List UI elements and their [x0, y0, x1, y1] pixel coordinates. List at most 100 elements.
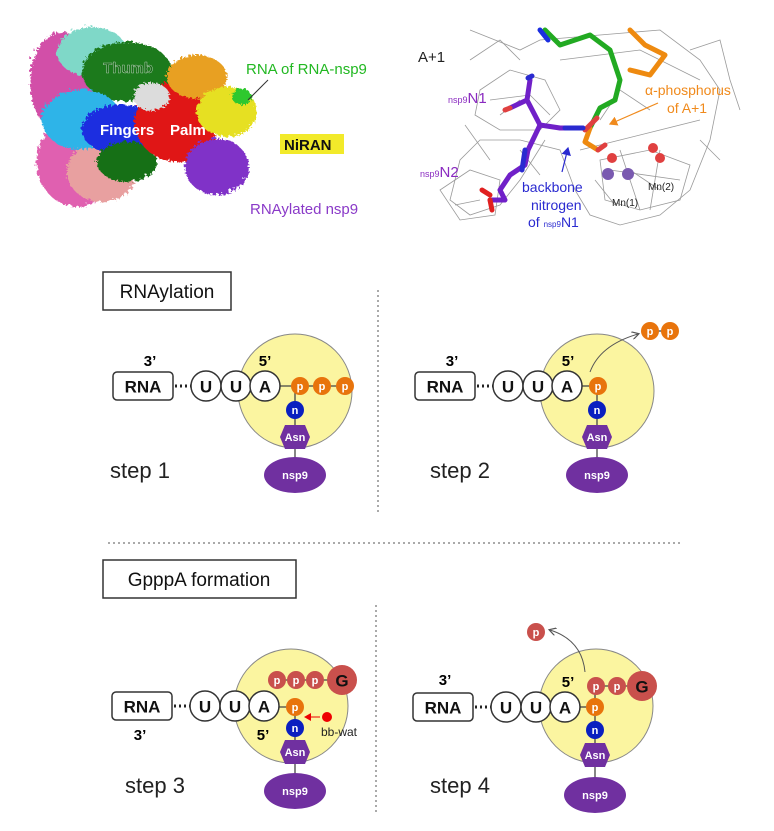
phosphate-orange-label: p [292, 702, 299, 714]
bb-wat-label: bb-wat [321, 725, 358, 739]
amine-n-label: n [594, 405, 601, 417]
released-pyrophosphate-shape [641, 322, 659, 340]
nsp9-ellipse [264, 773, 326, 809]
phosphate-orange-shape [286, 698, 304, 716]
nucleotide-u-label: U [200, 378, 212, 397]
rna-label: RNA [124, 698, 161, 717]
gtp-phosphate-shape [268, 671, 286, 689]
gtp-phosphate: p [608, 677, 626, 695]
phosphate-orange: p [586, 698, 604, 716]
guanosine-g-label: G [635, 678, 648, 697]
gtp-phosphate-label: p [312, 675, 319, 687]
label-palm: Palm [170, 122, 206, 139]
nsp9-label: nsp9 [282, 786, 308, 798]
nsp9-ellipse [264, 457, 326, 493]
asn-residue: Asn [280, 740, 310, 764]
phosphate-orange: p [313, 377, 331, 395]
section-title: RNAylation [120, 282, 215, 303]
nucleotide-a-circle [249, 370, 281, 402]
phosphate-orange-label: p [342, 381, 349, 393]
rna-box [111, 691, 173, 721]
gtp-phosphate-shape [287, 671, 305, 689]
guanosine-g-shape [327, 665, 357, 695]
phosphate-orange-label: p [297, 381, 304, 393]
asn-label: Asn [585, 750, 606, 762]
asn-residue: Asn [280, 425, 310, 449]
three-prime-label: 3’ [439, 672, 452, 689]
nucleotide-a-circle [248, 690, 280, 722]
nsp9-label: nsp9 [282, 470, 308, 482]
gtp-phosphate: p [587, 677, 605, 695]
released-phosphate: p [527, 623, 545, 641]
released-pyrophosphate: p [641, 322, 659, 340]
step-label: step 4 [430, 773, 490, 798]
rna-box [414, 371, 476, 401]
three-prime-label: 3’ [134, 727, 147, 744]
rna-box [412, 692, 474, 722]
nsp9-protein: nsp9 [264, 773, 326, 809]
phosphate-orange-label: p [595, 381, 602, 393]
label-of-nsp9-n1: of nsp9N1 [528, 214, 579, 230]
amine-n-shape [586, 721, 604, 739]
nucleotide-a-circle [549, 691, 581, 723]
nsp9-protein: nsp9 [566, 457, 628, 493]
step-label: step 2 [430, 458, 490, 483]
stick-model [479, 27, 668, 213]
amine-n-label: n [592, 725, 599, 737]
guanosine-g-label: G [335, 672, 348, 691]
asn-label: Asn [587, 432, 608, 444]
gtp-phosphate-label: p [293, 675, 300, 687]
rna-box [112, 371, 174, 401]
released-pyrophosphate: p [661, 322, 679, 340]
phosphate-orange: p [291, 377, 309, 395]
five-prime-label: 5’ [562, 674, 575, 691]
gtp-phosphate-shape [587, 677, 605, 695]
five-prime-label: 5’ [257, 727, 270, 744]
nsp9-ellipse [564, 777, 626, 813]
nsp9-label: nsp9 [582, 790, 608, 802]
amine-n: n [286, 401, 304, 419]
five-prime-label: 5’ [259, 353, 272, 370]
amine-n: n [588, 401, 606, 419]
section-title: GpppA formation [128, 570, 271, 591]
label-nitrogen: nitrogen [531, 197, 582, 213]
gtp-phosphate-label: p [593, 681, 600, 693]
amine-n-label: n [292, 405, 299, 417]
gtp-phosphate-label: p [614, 681, 621, 693]
rna-label: RNA [125, 378, 162, 397]
amine-n-shape [286, 719, 304, 737]
nucleotide-u-label: U [502, 378, 514, 397]
gtp-phosphate: p [268, 671, 286, 689]
phosphate-orange-shape [589, 377, 607, 395]
asn-hexagon [582, 425, 612, 449]
phosphate-orange-shape [586, 698, 604, 716]
cryo-em-map [28, 25, 255, 205]
nucleotide-a-label: A [559, 699, 571, 718]
nsp9-protein: nsp9 [564, 777, 626, 813]
label-fingers: Fingers [100, 122, 154, 139]
asn-hexagon [580, 743, 610, 767]
nsp9-protein: nsp9 [264, 457, 326, 493]
section-gpppa-header: GpppA formation [102, 559, 297, 599]
section-rnaylation-header: RNAylation [102, 271, 232, 311]
label-mn2: Mn(2) [648, 182, 674, 193]
density-labels: A+1 nsp9N1 nsp9N2 α-phosphorus of A+1 ba… [418, 49, 731, 230]
amine-n-shape [588, 401, 606, 419]
gtp-phosphate: p [287, 671, 305, 689]
phosphate-orange: p [589, 377, 607, 395]
phosphate-orange-shape [291, 377, 309, 395]
nucleotide-u-label: U [230, 378, 242, 397]
label-backbone: backbone [522, 179, 583, 195]
label-thumb: Thumb [103, 60, 153, 77]
phosphate-orange-label: p [319, 381, 326, 393]
asn-hexagon [280, 425, 310, 449]
nucleotide-u-label: U [229, 698, 241, 717]
nucleotide-a-circle [551, 370, 583, 402]
asn-label: Asn [285, 747, 306, 759]
released-pyrophosphate-label: p [667, 326, 674, 338]
release-arrow [550, 630, 586, 673]
